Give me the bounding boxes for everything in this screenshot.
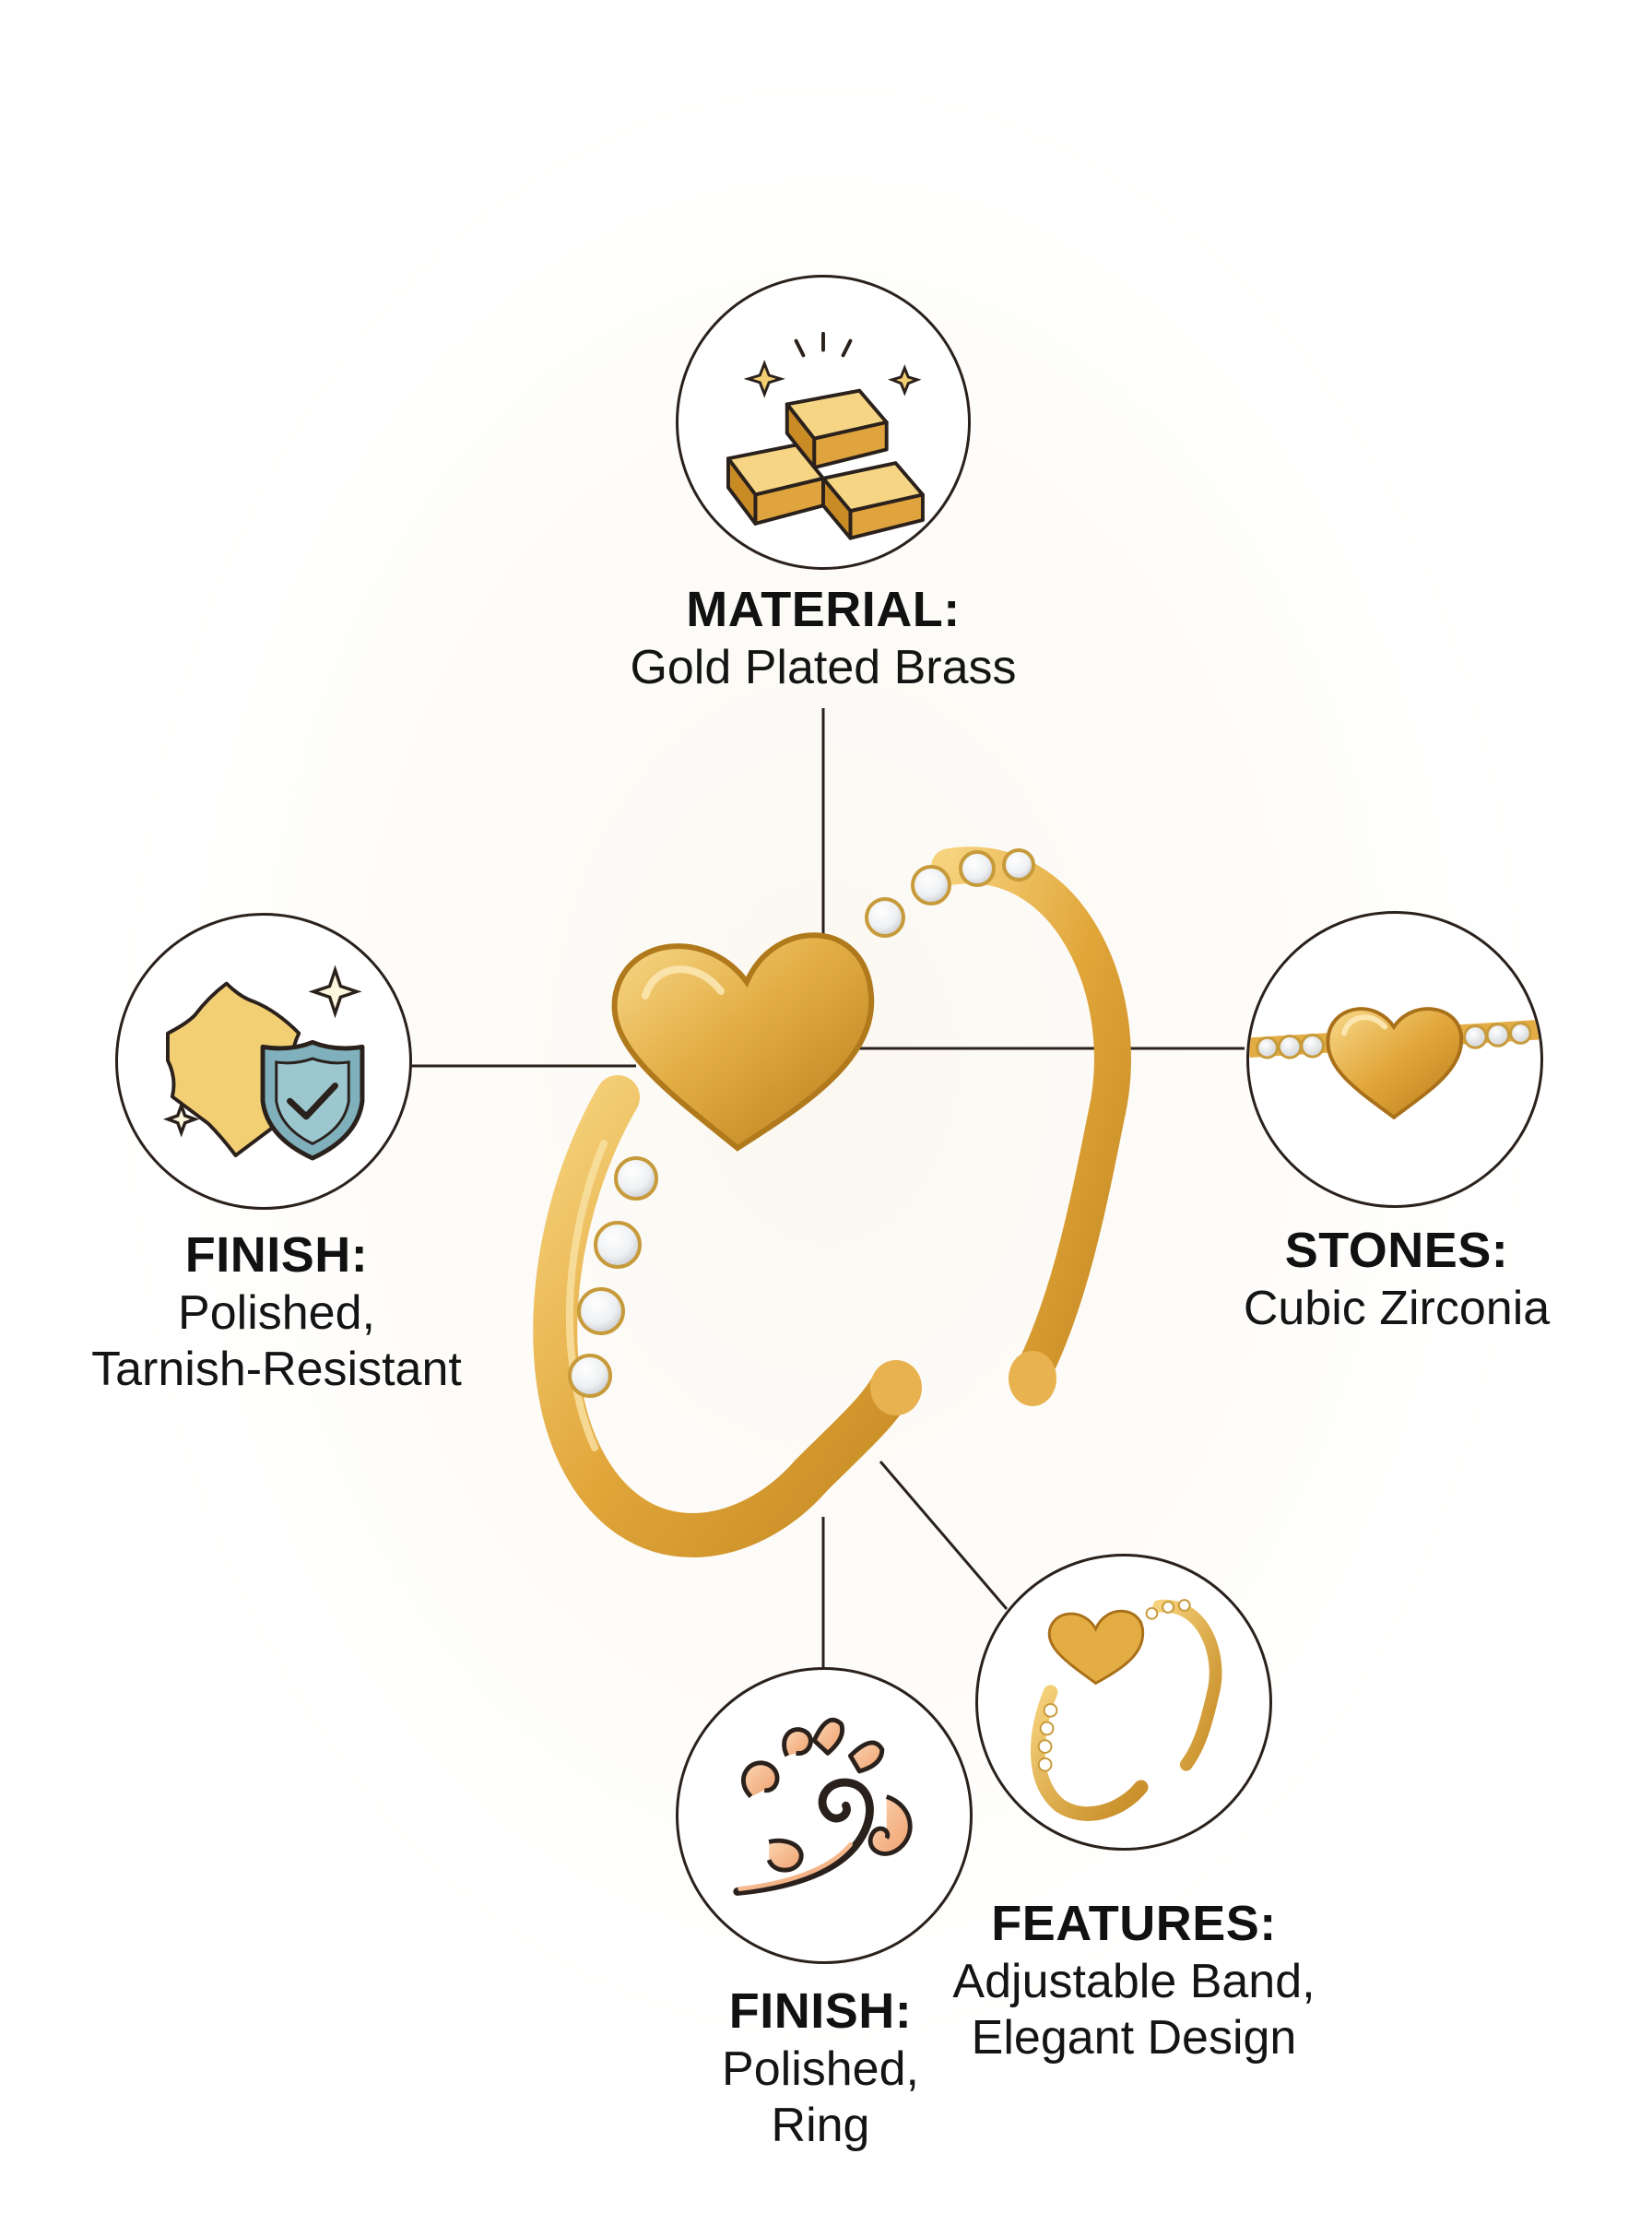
features-icon-circle bbox=[975, 1554, 1272, 1851]
swirl-ornament-icon bbox=[733, 1718, 913, 1896]
stones-value: Cubic Zirconia bbox=[1243, 1281, 1551, 1335]
stones-icon-circle bbox=[1246, 911, 1543, 1208]
finish-bottom-title: FINISH: bbox=[728, 1983, 913, 2039]
ring-thumbnail-icon bbox=[1031, 1599, 1222, 1821]
heart-stone-closeup-icon bbox=[1249, 1007, 1540, 1120]
finish-bottom-icon-circle bbox=[676, 1667, 973, 1964]
finish-left-value-line-2: Tarnish-Resistant bbox=[91, 1343, 462, 1397]
material-label: MATERIAL: Gold Plated Brass bbox=[547, 581, 1100, 696]
ring-product-image bbox=[533, 846, 1131, 1557]
stones-label: STONES: Cubic Zirconia bbox=[1152, 1222, 1641, 1337]
finish-left-value-line-1: Polished, bbox=[178, 1285, 375, 1340]
finish-bottom-value-line-1: Polished, bbox=[722, 2041, 919, 2096]
finish-left-title: FINISH: bbox=[184, 1227, 369, 1283]
finish-left-icon-circle bbox=[115, 913, 412, 1210]
features-value-line-2: Elegant Design bbox=[971, 2011, 1297, 2065]
polish-cloth-shield-icon bbox=[162, 964, 365, 1161]
features-label: FEATURES: Adjustable Band, Elegant Desig… bbox=[903, 1895, 1364, 2066]
features-value-line-1: Adjustable Band, bbox=[952, 1954, 1316, 2008]
connector-features bbox=[879, 1461, 1009, 1610]
finish-bottom-value-line-2: Ring bbox=[771, 2099, 870, 2153]
material-value: Gold Plated Brass bbox=[630, 640, 1017, 694]
finish-left-label: FINISH: Polished, Tarnish-Resistant bbox=[28, 1226, 525, 1398]
gold-bars-icon bbox=[726, 331, 925, 540]
stones-title: STONES: bbox=[1284, 1223, 1509, 1278]
material-title: MATERIAL: bbox=[686, 582, 961, 637]
finish-bottom-label: FINISH: Polished, Ring bbox=[636, 1982, 1005, 2154]
material-icon-circle bbox=[676, 275, 971, 570]
features-title: FEATURES: bbox=[991, 1896, 1277, 1951]
